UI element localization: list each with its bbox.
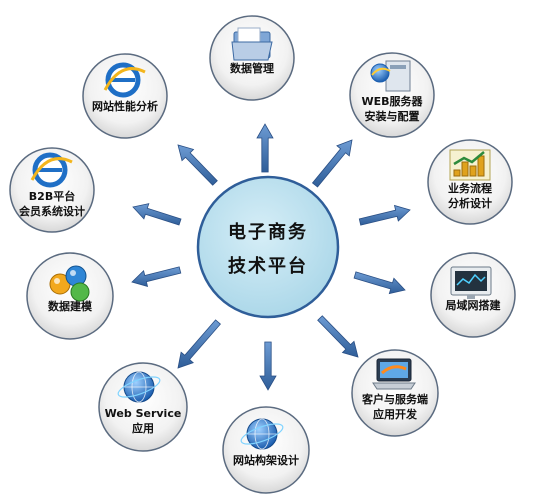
arrows-layer xyxy=(131,123,411,391)
node-perf: 网站性能分析 xyxy=(82,53,168,139)
arrow-web-server xyxy=(311,139,353,188)
node-lan-label-1: 局域网搭建 xyxy=(445,298,502,312)
node-biz-flow-label-1: 业务流程 xyxy=(448,181,492,195)
node-site-arch-label-1: 网站构架设计 xyxy=(233,453,299,467)
spheres-icon xyxy=(49,265,90,302)
arrow-site-arch xyxy=(259,341,277,391)
node-b2b-label-1: B2B平台 xyxy=(29,189,75,203)
browser-icon xyxy=(103,62,146,98)
bar-chart-icon xyxy=(449,149,491,181)
node-client-srv-label-2: 应用开发 xyxy=(373,407,418,421)
nodes-layer: 数据管理WEB服务器安装与配置业务流程分析设计局域网搭建客户与服务端应用开发网站… xyxy=(9,15,516,494)
globe-icon xyxy=(117,371,161,403)
center-label-line2: 技术平台 xyxy=(228,255,308,277)
center-label-line1: 电子商务 xyxy=(228,221,308,243)
arrow-client-srv xyxy=(317,315,359,358)
node-perf-label-1: 网站性能分析 xyxy=(92,99,158,113)
node-data-mgmt-label-1: 数据管理 xyxy=(230,61,274,75)
laptop-icon xyxy=(372,358,416,390)
node-data-model: 数据建模 xyxy=(26,252,114,340)
arrow-biz-flow xyxy=(358,204,411,226)
arrow-data-model xyxy=(131,266,182,287)
node-b2b-label-2: 会员系统设计 xyxy=(19,204,85,218)
node-web-svc-label-1: Web Service xyxy=(105,407,182,420)
node-web-svc-label-2: 应用 xyxy=(132,421,154,435)
arrow-web-svc xyxy=(177,319,221,369)
node-data-mgmt: 数据管理 xyxy=(209,15,295,101)
node-web-server-label-2: 安装与配置 xyxy=(365,109,420,123)
arrow-b2b xyxy=(132,203,182,226)
browser-icon xyxy=(30,152,73,188)
folder-icon xyxy=(231,27,273,61)
center-node: 电子商务 技术平台 xyxy=(196,175,340,319)
node-site-arch: 网站构架设计 xyxy=(222,406,310,494)
arrow-perf xyxy=(177,144,218,186)
node-client-srv-label-1: 客户与服务端 xyxy=(361,392,428,406)
node-biz-flow-label-2: 分析设计 xyxy=(448,196,492,210)
globe-icon xyxy=(240,418,284,450)
arrow-lan xyxy=(353,271,406,295)
node-data-model-label-1: 数据建模 xyxy=(48,299,93,313)
arrow-data-mgmt xyxy=(256,123,274,173)
node-lan: 局域网搭建 xyxy=(430,252,516,338)
monitor-icon xyxy=(450,266,492,299)
node-web-server-label-1: WEB服务器 xyxy=(361,94,423,108)
server-icon xyxy=(370,60,411,92)
